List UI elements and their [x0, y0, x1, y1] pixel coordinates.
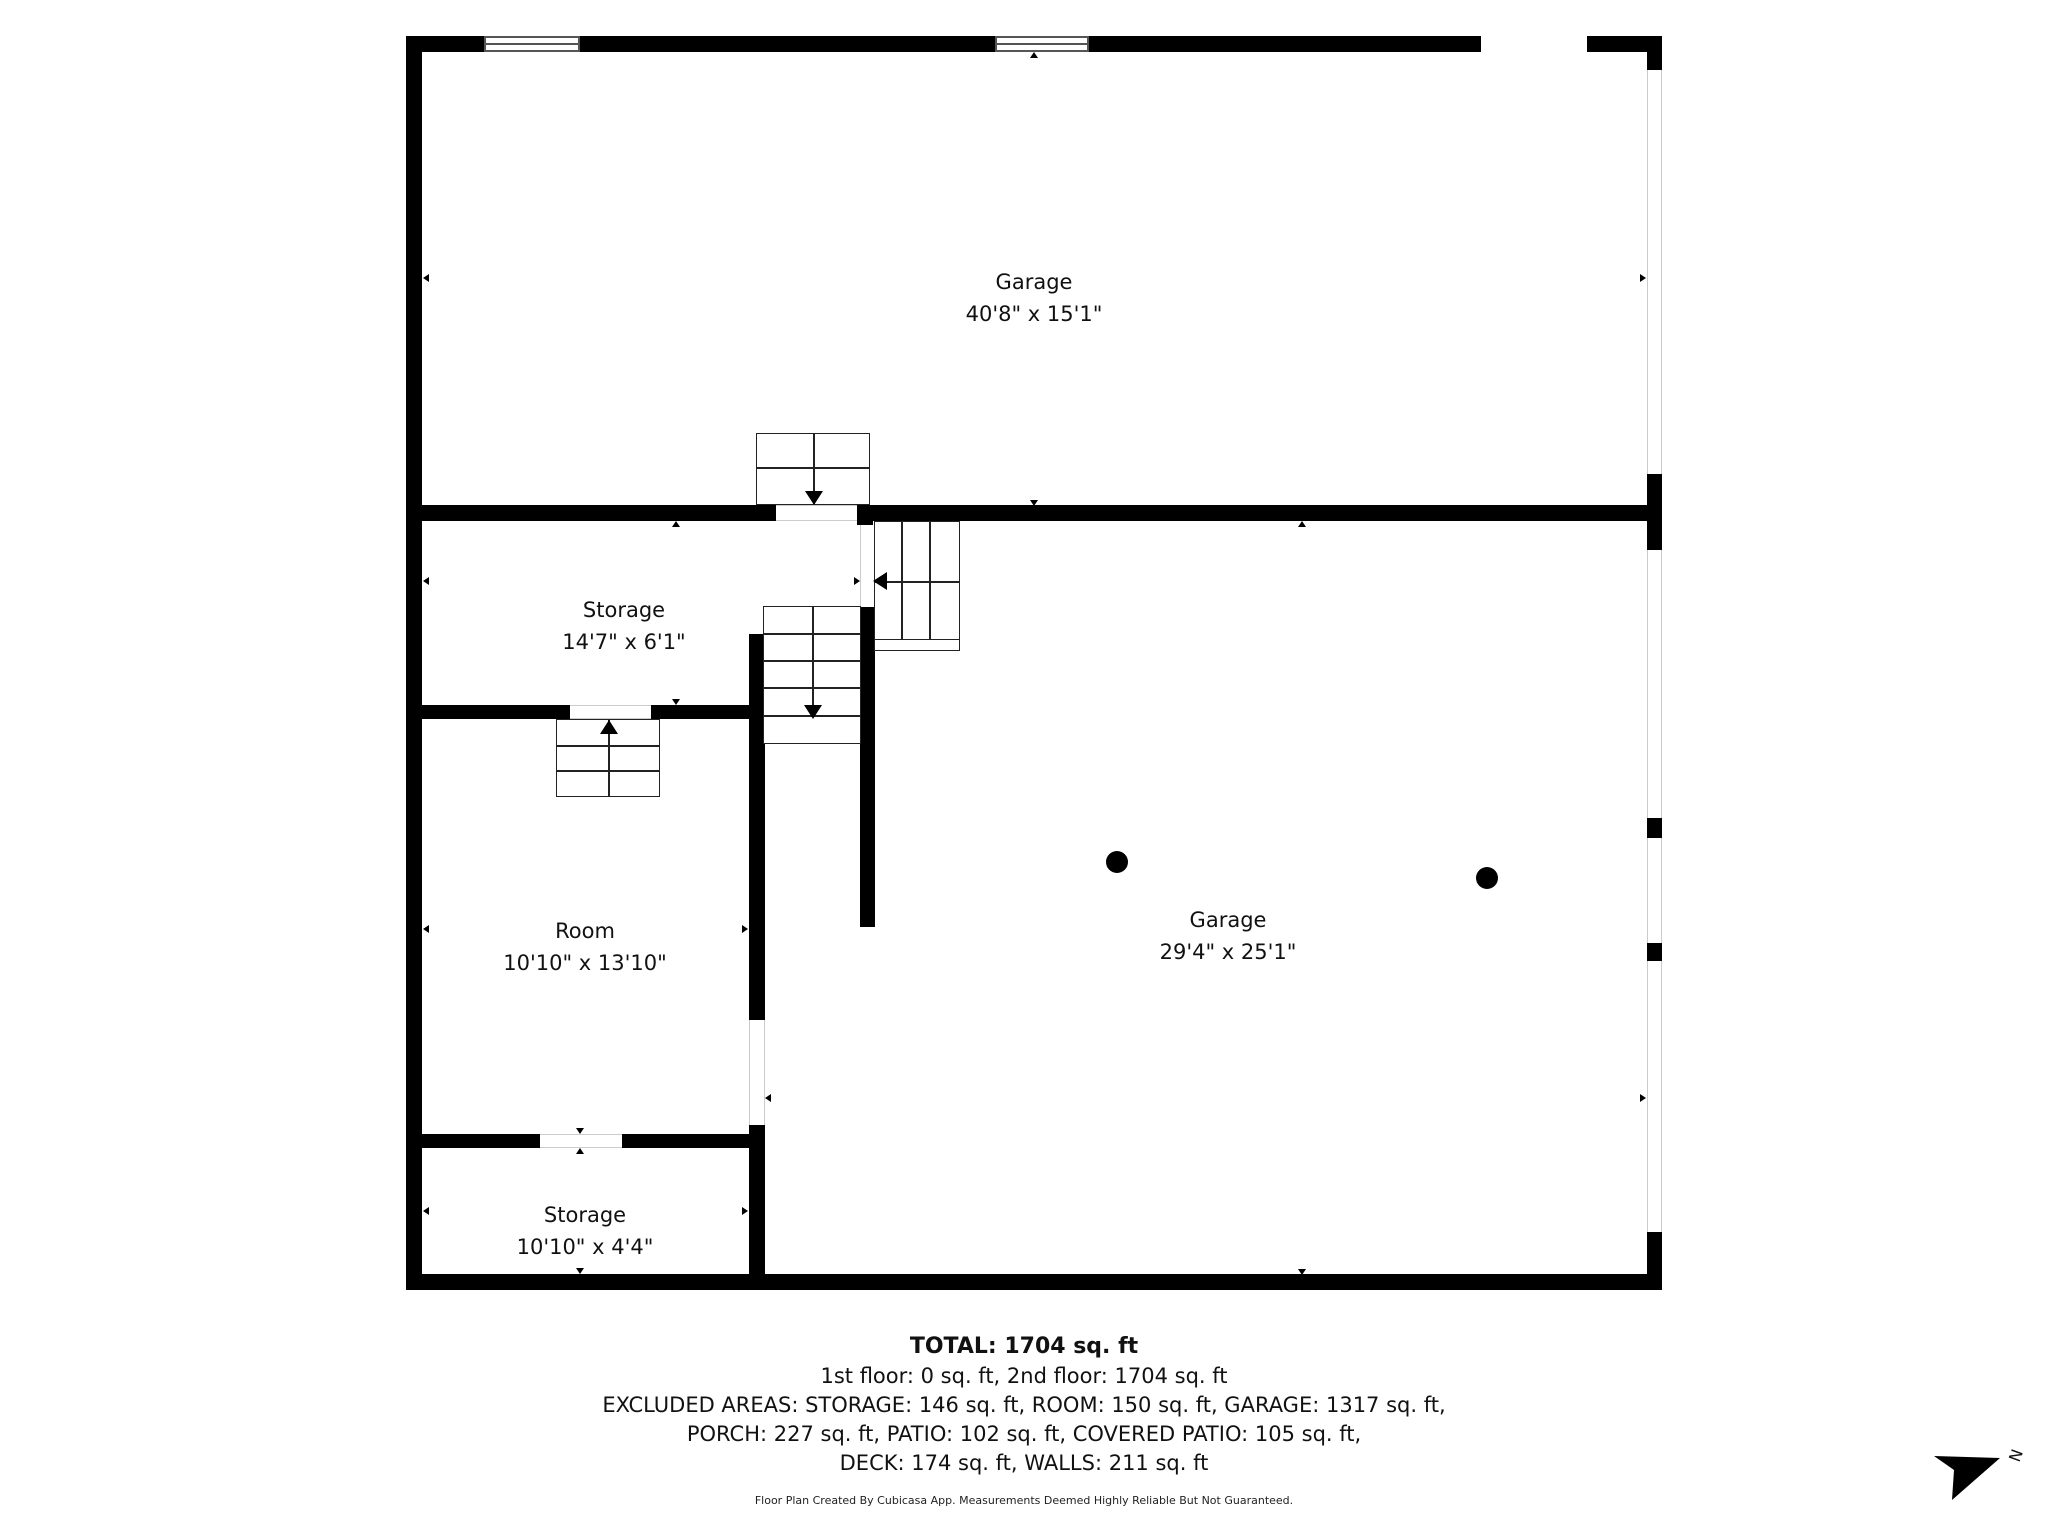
wall-room-garage-upper: [749, 634, 765, 1020]
dimension-marker: [576, 1268, 584, 1274]
excluded-areas-line-3: DECK: 174 sq. ft, WALLS: 211 sq. ft: [839, 1451, 1209, 1475]
wall-storage-room-right: [651, 705, 755, 719]
wall-room-garage-lower: [749, 1125, 765, 1290]
stair-direction-arrow-icon: [805, 491, 823, 505]
room-name: Storage: [582, 598, 666, 622]
dimension-marker: [1298, 521, 1306, 527]
credit-text: Floor Plan Created By Cubicasa App. Meas…: [754, 1494, 1294, 1507]
wall-stair: [860, 607, 875, 927]
wall-room-storage-left: [406, 1134, 540, 1148]
room-dimensions: 40'8" x 15'1": [965, 302, 1103, 326]
garage-door-opening-right-upper: [1647, 70, 1662, 474]
dimension-marker: [576, 1128, 584, 1134]
dimension-marker: [854, 577, 860, 585]
room-label-storage-top: Storage 14'7" x 6'1": [562, 594, 685, 658]
wall-divider-left: [406, 505, 776, 521]
dimension-marker: [1298, 1269, 1306, 1275]
room-name: Room: [555, 919, 615, 943]
room-label-garage-main: Garage 29'4" x 25'1": [1160, 904, 1297, 968]
dimension-marker: [423, 577, 429, 585]
dimension-marker: [423, 1207, 429, 1215]
wall-right-pier-1: [1647, 818, 1662, 838]
window-top-left: [484, 36, 580, 52]
doorway-room-storage: [540, 1134, 622, 1148]
total-area: TOTAL: 1704 sq. ft: [909, 1334, 1139, 1359]
room-label-room: Room 10'10" x 13'10": [503, 915, 667, 979]
garage-door-opening-right-lower: [1647, 550, 1662, 1232]
wall-room-storage-right: [622, 1134, 755, 1148]
wall-bottom: [406, 1274, 1662, 1290]
room-label-storage-bottom: Storage 10'10" x 4'4": [517, 1199, 654, 1263]
window-top-center: [995, 36, 1089, 52]
doorway-storage-garage: [776, 505, 857, 521]
staircase-lower: [763, 606, 861, 744]
dimension-marker: [423, 274, 429, 282]
area-summary: TOTAL: 1704 sq. ft 1st floor: 0 sq. ft, …: [0, 1332, 2048, 1478]
room-dimensions: 10'10" x 4'4": [516, 1235, 654, 1259]
excluded-areas-line-1: EXCLUDED AREAS: STORAGE: 146 sq. ft, ROO…: [602, 1393, 1446, 1417]
dimension-marker: [423, 925, 429, 933]
compass: N: [1928, 1446, 2028, 1516]
floor-areas: 1st floor: 0 sq. ft, 2nd floor: 1704 sq.…: [820, 1364, 1228, 1388]
dimension-marker: [1030, 52, 1038, 58]
stair-direction-arrow-icon: [804, 705, 822, 719]
room-dimensions: 14'7" x 6'1": [562, 630, 686, 654]
dimension-marker: [742, 925, 748, 933]
column-left: [1106, 851, 1128, 873]
stair-direction-arrow-icon: [600, 720, 618, 734]
dimension-marker: [742, 1207, 748, 1215]
staircase-room: [556, 719, 660, 797]
dimension-marker: [576, 1148, 584, 1154]
column-right: [1476, 867, 1498, 889]
wall-right-cap-top: [1647, 36, 1662, 70]
dimension-marker: [1030, 500, 1038, 506]
north-arrow-icon: [1934, 1456, 2000, 1500]
dimension-marker: [765, 1094, 771, 1102]
wall-right-bottom: [1647, 1232, 1662, 1290]
wall-divider-right: [857, 505, 1662, 521]
dimension-marker: [1640, 274, 1646, 282]
doorway-room-garage: [749, 1020, 765, 1125]
wall-right-pier-2: [1647, 943, 1662, 961]
room-dimensions: 29'4" x 25'1": [1159, 940, 1297, 964]
wall-left: [406, 36, 422, 1290]
wall-top-right: [1587, 36, 1662, 52]
wall-divider-stub: [857, 505, 873, 525]
stair-direction-arrow-icon: [873, 572, 887, 590]
room-dimensions: 10'10" x 13'10": [503, 951, 667, 975]
room-name: Garage: [1189, 908, 1267, 932]
staircase-upper: [756, 433, 870, 505]
room-label-garage-top: Garage 40'8" x 15'1": [966, 266, 1103, 330]
wall-top: [406, 36, 1481, 52]
dimension-marker: [672, 699, 680, 705]
room-name: Storage: [543, 1203, 627, 1227]
dimension-marker: [1640, 1094, 1646, 1102]
wall-storage-room-left: [406, 705, 570, 719]
staircase-right: [873, 521, 960, 651]
room-name: Garage: [995, 270, 1073, 294]
doorway-storage-room: [570, 705, 651, 719]
dimension-marker: [672, 521, 680, 527]
excluded-areas-line-2: PORCH: 227 sq. ft, PATIO: 102 sq. ft, CO…: [686, 1422, 1362, 1446]
